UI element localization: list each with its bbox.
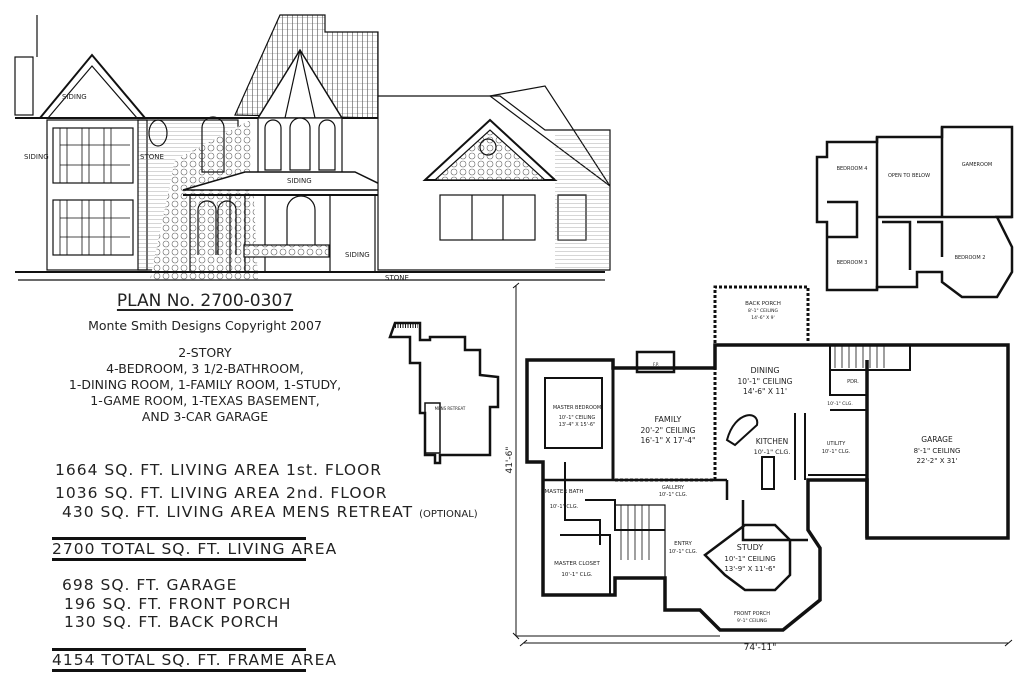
elevation-label: SIDING	[62, 93, 87, 101]
room-bedroom-2: BEDROOM 2	[955, 255, 986, 261]
hall-ceiling: 10'-1" CLG.	[827, 401, 853, 407]
room-gameroom: GAMEROOM	[962, 162, 992, 168]
room-gallery: GALLERY	[662, 485, 685, 491]
room-master-bath: MASTER BATH	[544, 489, 583, 495]
room-utility-ceiling: 10'-1" CLG.	[822, 449, 851, 455]
room-back-porch-size: 14'-6" X 9'	[751, 315, 775, 321]
dimension-depth: 41'-6"	[505, 446, 515, 473]
room-front-porch-ceiling: 9'-1" CEILING	[737, 618, 768, 624]
elevation-label: SIDING	[345, 251, 370, 259]
front-porch-area: 196 SQ. FT. FRONT PORCH	[64, 595, 292, 613]
room-kitchen: KITCHEN	[756, 437, 789, 446]
plan-number: PLAN No. 2700-0307	[116, 291, 294, 311]
back-porch-area: 130 SQ. FT. BACK PORCH	[64, 613, 280, 631]
living-area-2nd-floor: 1036 SQ. FT. LIVING AREA 2nd. FLOOR	[55, 484, 388, 502]
optional-note: (OPTIONAL)	[419, 509, 478, 520]
mens-retreat-label: MENS RETREAT	[435, 406, 466, 411]
room-back-porch: BACK PORCH	[745, 301, 781, 307]
room-garage: GARAGE	[921, 435, 953, 444]
room-master-bedroom-ceiling: 10'-1" CEILING	[559, 415, 596, 421]
room-powder: PDR.	[847, 379, 859, 385]
first-floor-outline	[525, 343, 1010, 632]
room-master-bedroom-size: 13'-4" X 15'-6"	[559, 422, 596, 428]
description-line: 1-GAME ROOM, 1-TEXAS BASEMENT,	[90, 393, 320, 408]
room-garage-ceiling: 8'-1" CEILING	[914, 447, 961, 455]
room-bedroom-4: BEDROOM 4	[837, 166, 868, 172]
description-line: 2-STORY	[178, 345, 232, 360]
total-frame-area: 4154 TOTAL SQ. FT. FRAME AREA	[52, 648, 336, 672]
living-area-1st-floor: 1664 SQ. FT. LIVING AREA 1st. FLOOR	[55, 461, 383, 479]
room-study: STUDY	[737, 543, 764, 552]
room-front-porch: FRONT PORCH	[734, 611, 770, 617]
living-area-mens-retreat: 430 SQ. FT. LIVING AREA MENS RETREAT (OPT…	[62, 503, 478, 521]
room-family-size: 16'-1" X 17'-4"	[641, 436, 696, 445]
elevation-label: STONE	[140, 153, 164, 161]
fireplace-label: F.P.	[653, 362, 659, 367]
mens-retreat-area: 430 SQ. FT. LIVING AREA MENS RETREAT	[62, 503, 414, 521]
room-master-closet-ceiling: 10'-1" CLG.	[561, 572, 592, 578]
total-living-area: 2700 TOTAL SQ. FT. LIVING AREA	[52, 537, 336, 561]
room-back-porch-ceiling: 8'-1" CEILING	[748, 308, 779, 314]
porch-roof	[182, 171, 393, 191]
elevation-label: SIDING	[287, 177, 312, 185]
room-open-to-below: OPEN TO BELOW	[888, 173, 930, 179]
room-dining-size: 14'-6" X 11'	[743, 387, 787, 396]
room-utility: UTILITY	[827, 441, 847, 447]
room-bedroom-3: BEDROOM 3	[837, 260, 868, 266]
room-study-size: 13'-9" X 11'-6"	[724, 565, 775, 573]
front-elevation-drawing: SIDING SIDING STONE SIDING SIDING STONE	[14, 14, 611, 282]
description-line: 4-BEDROOM, 3 1/2-BATHROOM,	[106, 361, 304, 376]
copyright: Monte Smith Designs Copyright 2007	[88, 318, 322, 333]
room-master-bedroom: MASTER BEDROOM	[553, 405, 601, 411]
room-gallery-ceiling: 10'-1" CLG.	[659, 492, 688, 498]
second-floor-plan: BEDROOM 4 OPEN TO BELOW GAMEROOM BEDROOM…	[815, 125, 1014, 299]
garage-area: 698 SQ. FT. GARAGE	[62, 576, 238, 594]
room-family: FAMILY	[655, 415, 682, 424]
room-kitchen-ceiling: 10'-1" CLG.	[754, 448, 791, 456]
room-garage-size: 22'-2" X 31'	[916, 457, 957, 465]
mens-retreat-plan: MENS RETREAT	[388, 321, 500, 465]
elevation-label: SIDING	[24, 153, 49, 161]
description-line: AND 3-CAR GARAGE	[141, 409, 269, 424]
room-master-closet: MASTER CLOSET	[554, 561, 600, 567]
room-entry: ENTRY	[674, 541, 692, 547]
dimension-width: 74'-11"	[744, 643, 777, 653]
room-dining-ceiling: 10'-1" CEILING	[738, 377, 793, 386]
room-family-ceiling: 20'-2" CEILING	[641, 426, 696, 435]
room-dining: DINING	[750, 366, 779, 375]
first-floor-plan: 74'-11" 41'-6" BACK PORCH 8'-1" CEILING …	[505, 282, 1013, 653]
room-master-bath-ceiling: 10'-1" CLG.	[550, 504, 579, 510]
description-line: 1-DINING ROOM, 1-FAMILY ROOM, 1-STUDY,	[68, 377, 342, 392]
elevation-label: STONE	[385, 274, 409, 282]
room-entry-ceiling: 10'-1" CLG.	[669, 549, 698, 555]
room-study-ceiling: 10'-1" CEILING	[724, 555, 775, 563]
